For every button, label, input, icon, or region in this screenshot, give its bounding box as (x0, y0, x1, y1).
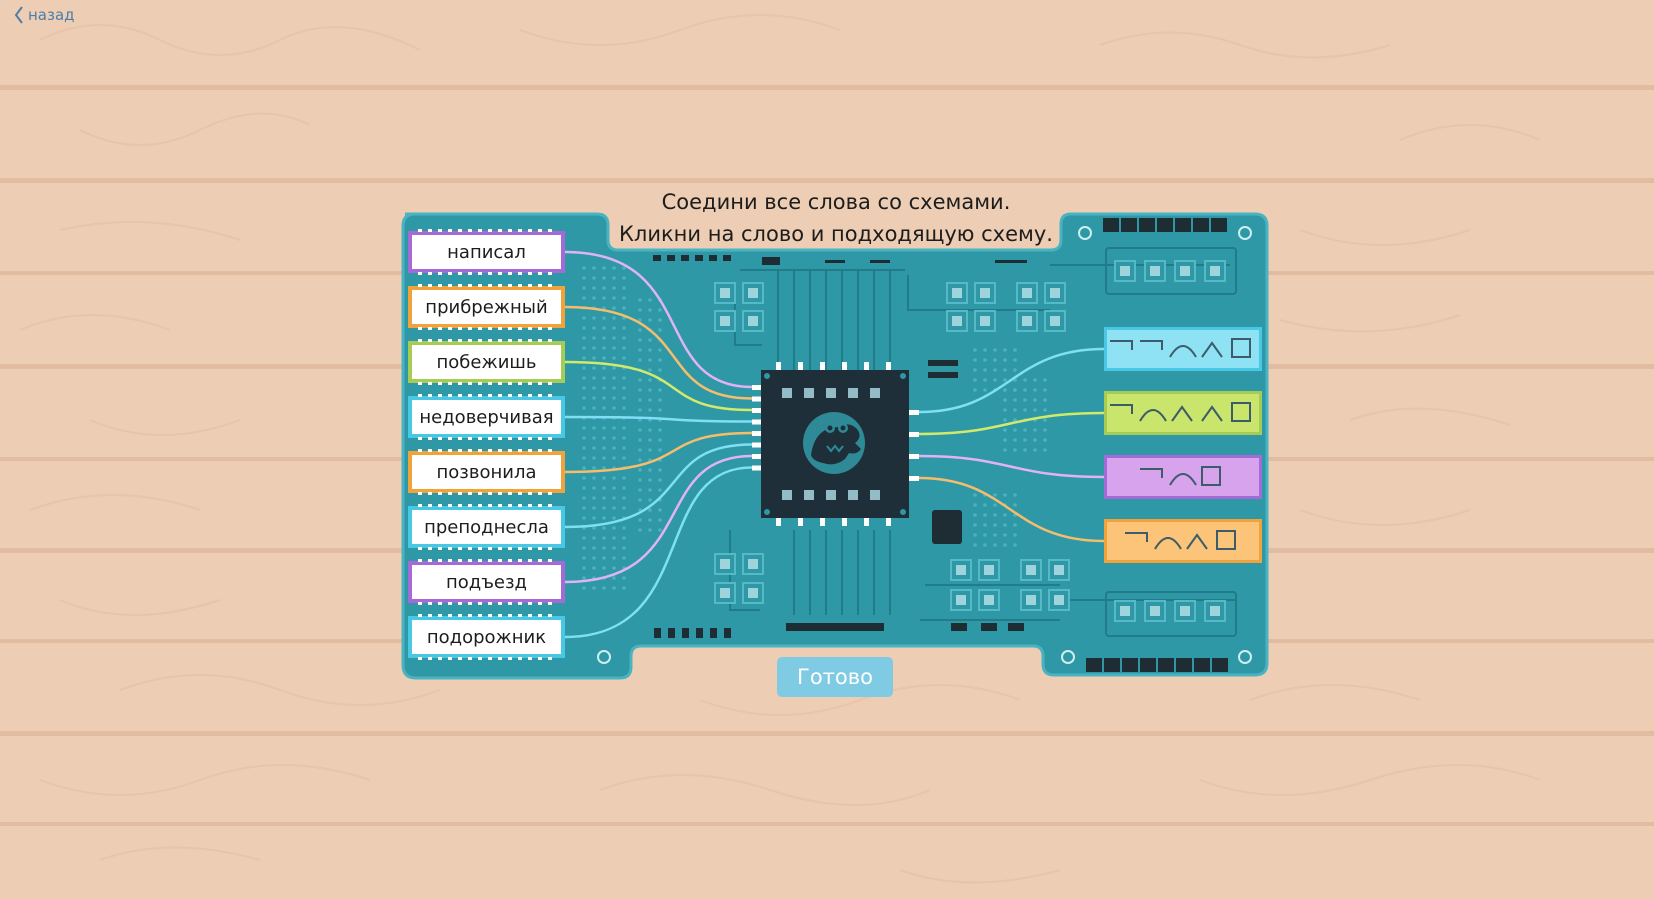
word-card-6[interactable]: преподнесла (408, 504, 565, 550)
instruction-line-1: Соедини все слова со схемами. (661, 190, 1011, 214)
root-icon (1169, 345, 1197, 358)
scheme-card-2[interactable] (1104, 391, 1262, 435)
wire (564, 443, 753, 529)
wire (564, 415, 753, 423)
word-card-2[interactable]: прибрежный (408, 284, 565, 330)
scheme-card-3[interactable] (1104, 455, 1262, 499)
back-link[interactable]: назад (14, 4, 75, 26)
ending-icon (1231, 402, 1251, 422)
mascot-logo-icon (803, 412, 865, 474)
prefix-icon (1125, 532, 1148, 542)
word-card-5[interactable]: позвонила (408, 449, 565, 495)
board-dot-pattern (582, 266, 1047, 590)
word-card-7[interactable]: подъезд (408, 559, 565, 605)
wire (918, 347, 1105, 414)
back-label: назад (28, 6, 75, 24)
ending-icon (1216, 530, 1236, 550)
ending-icon (1201, 466, 1221, 486)
wire (564, 250, 753, 389)
done-button[interactable]: Готово (777, 657, 893, 697)
wire (564, 431, 753, 474)
board-pads (714, 260, 1226, 622)
suffix-icon (1201, 405, 1223, 422)
prefix-icon (1110, 404, 1133, 414)
word-card-4[interactable]: недоверчивая (408, 394, 565, 440)
prefix-icon (1140, 340, 1163, 350)
suffix-icon (1171, 405, 1193, 422)
ending-icon (1231, 338, 1251, 358)
root-icon (1154, 537, 1182, 550)
word-card-1[interactable]: написал (408, 229, 565, 275)
wire (918, 454, 1105, 479)
chevron-left-icon (14, 6, 23, 24)
suffix-icon (1186, 533, 1208, 550)
wires (564, 250, 1105, 639)
wire (564, 454, 753, 584)
wire (564, 360, 753, 412)
instruction-line-2: Кликни на слово и подходящую схему. (619, 222, 1053, 246)
scheme-card-4[interactable] (1104, 519, 1262, 563)
root-icon (1139, 409, 1167, 422)
wire (918, 476, 1105, 543)
suffix-icon (1201, 341, 1223, 358)
wire (564, 305, 753, 400)
prefix-icon (1140, 468, 1163, 478)
wire (918, 411, 1105, 436)
word-card-8[interactable]: подорожник (408, 614, 565, 660)
prefix-icon (1110, 340, 1133, 350)
instruction: Соедини все слова со схемами. Кликни на … (0, 186, 1654, 250)
scheme-card-1[interactable] (1104, 327, 1262, 371)
chip (752, 362, 919, 526)
word-card-3[interactable]: побежишь (408, 339, 565, 385)
root-icon (1169, 473, 1197, 486)
wire (564, 466, 753, 639)
